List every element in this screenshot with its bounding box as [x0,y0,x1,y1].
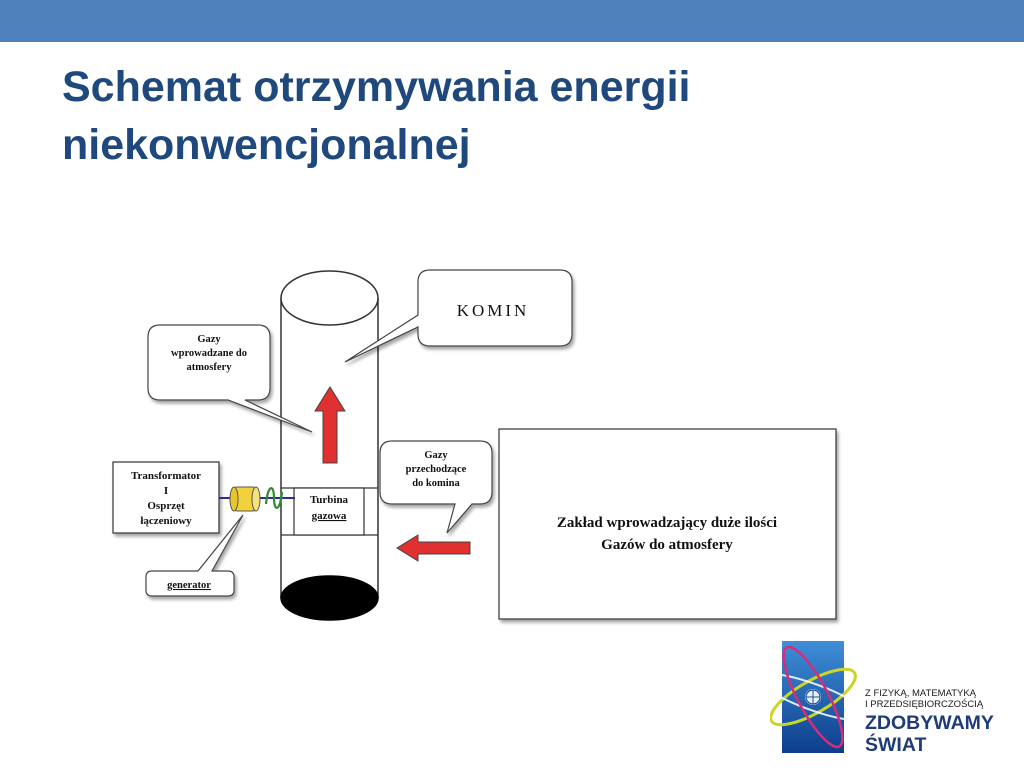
plant-label-2: Gazów do atmosfery [601,537,733,553]
left-arrow [396,534,471,562]
logo-emblem [757,641,869,753]
logo-name-line-1: ZDOBYWAMY [865,712,994,734]
chimney-base [280,575,379,621]
transformer-label-2: I [164,485,168,497]
turbine-label-1: Turbina [310,494,349,506]
slide-title-line-2: niekonwencjonalnej [62,121,471,169]
slide-title-line-1: Schemat otrzymywania energii [62,63,691,111]
gases-out-label-1: Gazy [197,334,221,345]
gases-in-label-1: Gazy [424,450,448,461]
transformer-label-3: Osprzęt [147,500,185,512]
project-logo: Z FIZYKĄ, MATEMATYKĄ I PRZEDSIĘBIORCZOŚC… [757,622,1024,768]
logo-tagline-line-2: I PRZEDSIĘBIORCZOŚCIĄ [865,699,984,710]
slide-title: Schemat otrzymywania energii niekonwencj… [62,58,962,174]
gases-in-callout [379,440,493,534]
transformer: Transformator I Osprzęt łączeniowy [112,461,220,534]
logo-name: ZDOBYWAMY ŚWIAT [865,712,1024,756]
komin-label: KOMIN [457,301,530,320]
generator-callout [145,514,244,597]
turbine-label-2: gazowa [312,510,347,522]
logo-name-line-2: ŚWIAT [865,734,927,756]
generator-label: generator [167,580,211,591]
logo-tagline: Z FIZYKĄ, MATEMATYKĄ I PRZEDSIĘBIORCZOŚC… [865,688,1024,710]
gases-in-label-3: do komina [412,478,460,489]
gases-in-label-2: przechodzące [406,464,467,475]
gases-out-label-3: atmosfery [187,362,233,373]
gases-out-callout [147,324,313,433]
plant-label-1: Zakład wprowadzający duże ilości [557,515,777,531]
plant-box: Zakład wprowadzający duże ilości Gazów d… [498,428,837,620]
transformer-label-1: Transformator [131,470,201,482]
chimney-top [280,270,379,326]
gases-out-label-2: wprowadzane do [171,348,247,359]
generator-coil [229,486,261,512]
logo-tagline-line-1: Z FIZYKĄ, MATEMATYKĄ [865,688,977,699]
coupling-spring [264,487,284,509]
turbine: Turbina gazowa [293,487,365,536]
komin-callout [344,269,573,363]
chimney [280,270,379,621]
up-arrow [314,386,346,464]
transformer-label-4: łączeniowy [140,515,192,527]
header-accent-bar [0,0,1024,42]
